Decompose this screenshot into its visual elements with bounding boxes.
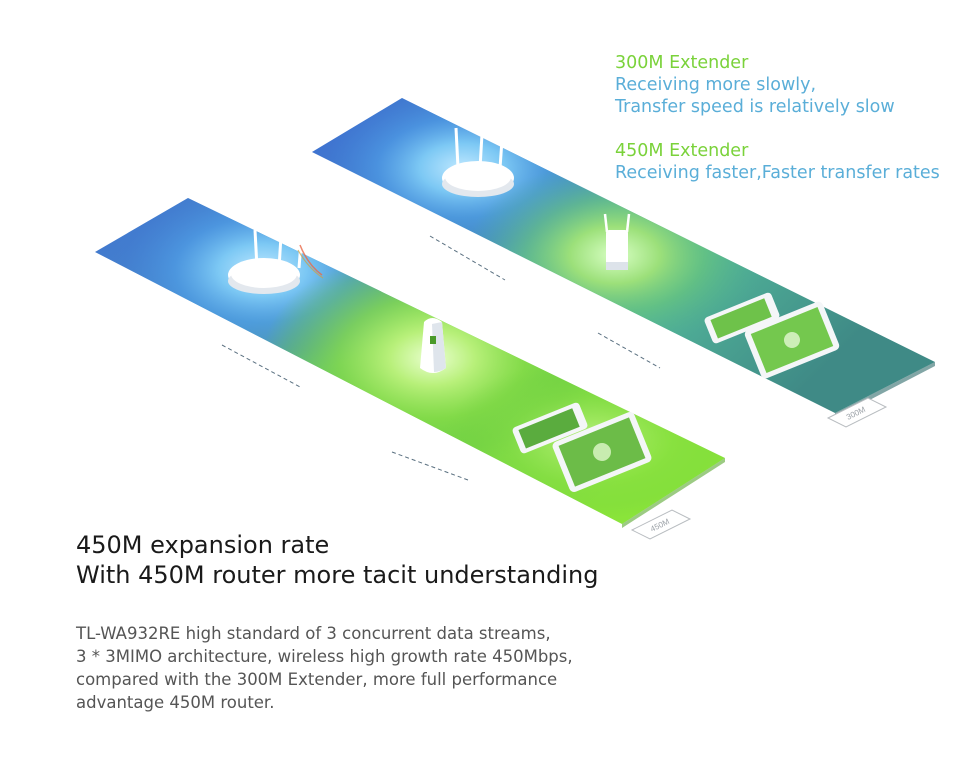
legend-300m-line2: Transfer speed is relatively slow [615, 97, 895, 117]
router-icon [228, 229, 324, 294]
legend-300m-line1: Receiving more slowly, [615, 75, 817, 95]
description-line1: TL-WA932RE high standard of 3 concurrent… [76, 624, 551, 643]
flow-arrows-450m [221, 344, 469, 481]
extender-300m-icon [603, 213, 631, 270]
label-300m-extender: 300MExtender [511, 279, 593, 332]
description-line3: compared with the 300M Extender, more fu… [76, 670, 558, 689]
legend-450m-line1: Receiving faster,Faster transfer rates [615, 163, 940, 183]
legend-450m-title: 450M Extender [615, 141, 749, 161]
label-mobile-devices-300m: Mobile Devices [667, 361, 752, 416]
description-line2: 3 * 3MIMO architecture, wireless high gr… [76, 647, 573, 666]
mobile-devices-450m-icon [512, 402, 652, 493]
router-icon [442, 127, 514, 197]
tag-300m: 300M [826, 397, 888, 428]
headline-line1: 450M expansion rate [76, 531, 330, 559]
headline-line2: With 450M router more tacit understandin… [76, 561, 599, 589]
legend: 300M Extender Receiving more slowly, Tra… [615, 52, 940, 184]
extender-tl-wa932re-icon [420, 318, 446, 373]
headline: 450M expansion rate With 450M router mor… [76, 530, 716, 590]
legend-300m-title: 300M Extender [615, 53, 749, 73]
flow-arrows-300m [429, 235, 661, 369]
tag-450m: 450M [630, 509, 692, 540]
mobile-devices-300m-icon [704, 292, 840, 379]
description-line4: advantage 450M router. [76, 693, 275, 712]
description: TL-WA932RE high standard of 3 concurrent… [76, 622, 696, 714]
